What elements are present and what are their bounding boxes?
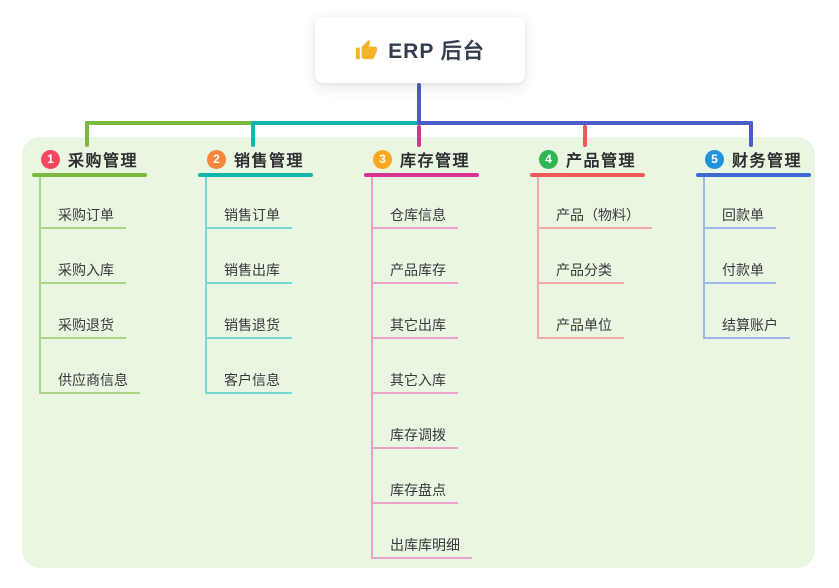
root-node[interactable]: ERP 后台	[315, 17, 525, 83]
child-node[interactable]: 销售退货	[205, 315, 292, 339]
child-node[interactable]: 供应商信息	[39, 370, 140, 394]
thumbs-up-icon	[355, 39, 378, 62]
branch-label: 产品管理	[566, 153, 637, 170]
branch-header[interactable]: 2 销售管理	[207, 148, 304, 170]
child-node[interactable]: 出库库明细	[371, 535, 472, 559]
branch-underline	[530, 173, 645, 177]
branch-underline	[32, 173, 147, 177]
child-node[interactable]: 销售订单	[205, 205, 292, 229]
branch-index-badge: 5	[705, 149, 724, 169]
branch-2: 2 销售管理销售订单销售出库销售退货客户信息	[198, 0, 370, 588]
connector-branch-drop	[749, 121, 753, 147]
child-node[interactable]: 采购入库	[39, 260, 126, 284]
branch-label: 库存管理	[400, 153, 471, 170]
child-node[interactable]: 采购订单	[39, 205, 126, 229]
branch-header[interactable]: 1 采购管理	[41, 148, 138, 170]
child-node[interactable]: 付款单	[703, 260, 776, 284]
branch-index-badge: 2	[207, 149, 226, 169]
branch-5: 5 财务管理回款单付款单结算账户	[696, 0, 839, 588]
branch-child-connector	[39, 177, 41, 394]
branch-underline	[364, 173, 479, 177]
child-node[interactable]: 产品单位	[537, 315, 624, 339]
root-title: ERP 后台	[388, 40, 485, 63]
connector-branch-drop	[85, 121, 89, 147]
child-node[interactable]: 回款单	[703, 205, 776, 229]
child-node[interactable]: 采购退货	[39, 315, 126, 339]
connector-bus-segment	[417, 121, 753, 125]
branch-label: 销售管理	[234, 153, 305, 170]
branch-underline	[696, 173, 811, 177]
connector-branch-drop	[251, 121, 255, 147]
branch-header[interactable]: 4 产品管理	[539, 148, 636, 170]
branch-3: 3 库存管理仓库信息产品库存其它出库其它入库库存调拨库存盘点出库库明细	[364, 0, 536, 588]
branch-label: 采购管理	[68, 153, 139, 170]
child-node[interactable]: 仓库信息	[371, 205, 458, 229]
branch-underline	[198, 173, 313, 177]
child-node[interactable]: 其它入库	[371, 370, 458, 394]
child-node[interactable]: 库存调拨	[371, 425, 458, 449]
connector-root-stem	[417, 83, 421, 125]
connector-branch-drop	[583, 125, 587, 147]
child-node[interactable]: 其它出库	[371, 315, 458, 339]
branch-4: 4 产品管理产品（物料） 产品分类产品单位	[530, 0, 702, 588]
connector-branch-drop	[417, 125, 421, 147]
child-node[interactable]: 产品（物料）	[537, 205, 652, 229]
child-node[interactable]: 产品库存	[371, 260, 458, 284]
branch-index-badge: 3	[373, 149, 392, 169]
branch-child-connector	[703, 177, 705, 339]
branch-header[interactable]: 5 财务管理	[705, 148, 802, 170]
branch-label: 财务管理	[732, 153, 803, 170]
connector-bus-segment	[85, 121, 253, 125]
branch-child-connector	[205, 177, 207, 394]
child-node[interactable]: 产品分类	[537, 260, 624, 284]
branch-1: 1 采购管理采购订单采购入库采购退货供应商信息	[32, 0, 204, 588]
child-node[interactable]: 客户信息	[205, 370, 292, 394]
connector-bus-segment	[251, 121, 419, 125]
child-node[interactable]: 结算账户	[703, 315, 790, 339]
branch-child-connector	[371, 177, 373, 559]
branch-index-badge: 1	[41, 149, 60, 169]
child-node[interactable]: 库存盘点	[371, 480, 458, 504]
branches-panel	[22, 137, 815, 568]
child-node[interactable]: 销售出库	[205, 260, 292, 284]
branch-index-badge: 4	[539, 149, 558, 169]
branch-header[interactable]: 3 库存管理	[373, 148, 470, 170]
branch-child-connector	[537, 177, 539, 339]
